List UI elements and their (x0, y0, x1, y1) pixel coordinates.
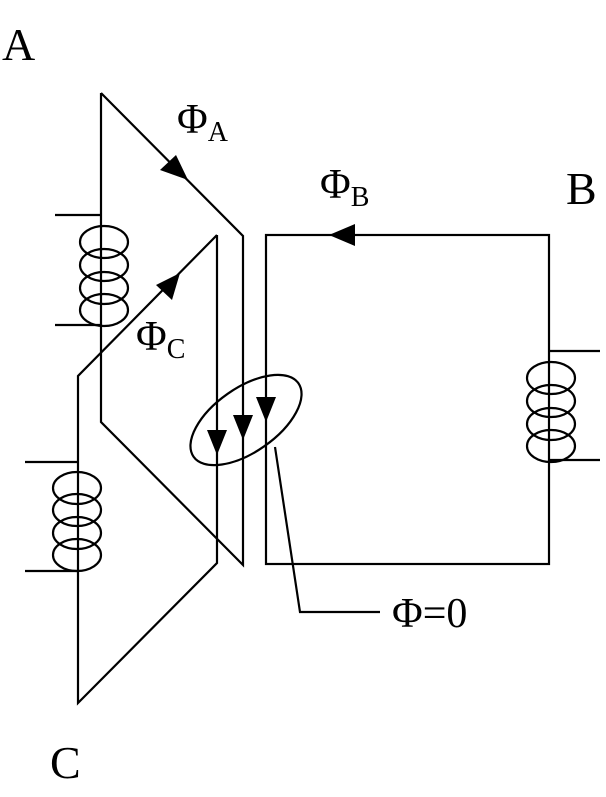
flux-c-arrow-icon (156, 273, 180, 300)
flux-a-label: ΦA (177, 97, 229, 148)
limb-c-down-arrow-icon (207, 430, 227, 455)
flux-b-subscript: B (351, 182, 370, 213)
core-c-label: C (50, 737, 81, 788)
winding-a-icon (55, 213, 130, 328)
core-a-outline (99, 92, 245, 568)
limb-a-down-arrow-icon (233, 415, 253, 440)
flux-b-label: ΦB (320, 162, 369, 213)
flux-c-subscript: C (167, 334, 186, 365)
flux-b-symbol: Φ (320, 162, 351, 208)
flux-c-symbol: Φ (136, 314, 167, 360)
limb-b-down-arrow-icon (256, 397, 276, 422)
winding-c-icon (25, 460, 103, 573)
flux-a-arrow-icon (160, 155, 188, 180)
flux-a-symbol: Φ (177, 97, 208, 143)
flux-b-arrow-icon (329, 224, 355, 246)
core-b-outline (264, 233, 551, 566)
flux-a-subscript: A (208, 117, 229, 148)
phi-zero-leader-line (273, 446, 380, 614)
phi-zero-label: Φ=0 (392, 591, 467, 637)
core-a-label: A (2, 19, 35, 70)
winding-b-icon (525, 349, 600, 464)
core-b-label: B (566, 163, 597, 214)
flux-c-label: ΦC (136, 314, 185, 365)
shared-limb-ellipse (189, 373, 303, 467)
